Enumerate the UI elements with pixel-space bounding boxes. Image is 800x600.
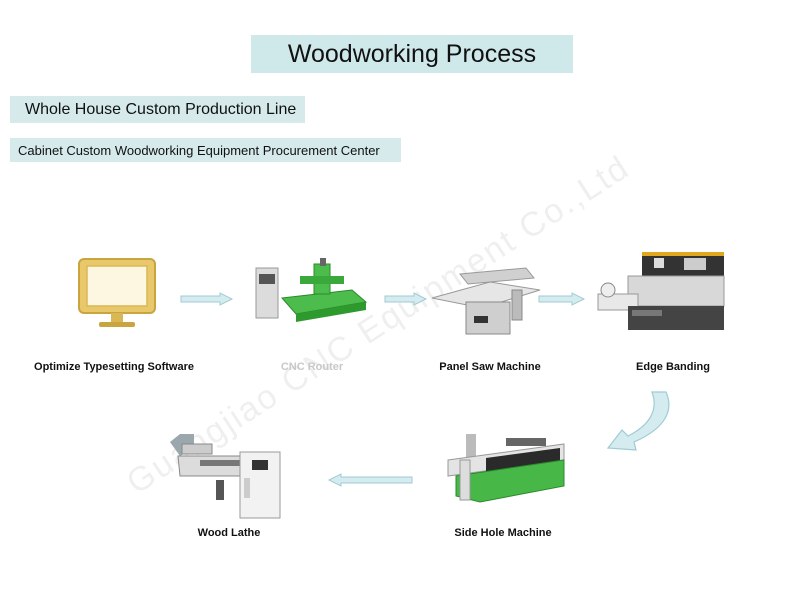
flow-arrow-left [327, 473, 413, 487]
flow-arrow [538, 292, 586, 306]
step-label-wood-lathe: Wood Lathe [197, 527, 261, 539]
cnc-router-machine [252, 258, 370, 330]
wood-lathe-machine [160, 430, 288, 522]
panel-saw-machine [430, 262, 542, 338]
edge-banding-machine [588, 250, 728, 338]
curved-flow-arrow [600, 390, 680, 460]
step-label-panel-saw: Panel Saw Machine [439, 361, 541, 373]
side-hole-machine [446, 430, 568, 504]
page-title: Woodworking Process [251, 35, 573, 73]
step-label-side-hole: Side Hole Machine [454, 527, 552, 539]
flow-arrow [180, 292, 234, 306]
subtitle-production-line: Whole House Custom Production Line [10, 96, 305, 123]
monitor-icon [75, 255, 160, 335]
step-label-cnc-router: CNC Router [280, 361, 344, 373]
flow-arrow [384, 292, 428, 306]
step-label-edge-banding: Edge Banding [636, 361, 710, 373]
step-label-optimize-software: Optimize Typesetting Software [34, 361, 194, 373]
subtitle-procurement-center: Cabinet Custom Woodworking Equipment Pro… [10, 138, 401, 162]
